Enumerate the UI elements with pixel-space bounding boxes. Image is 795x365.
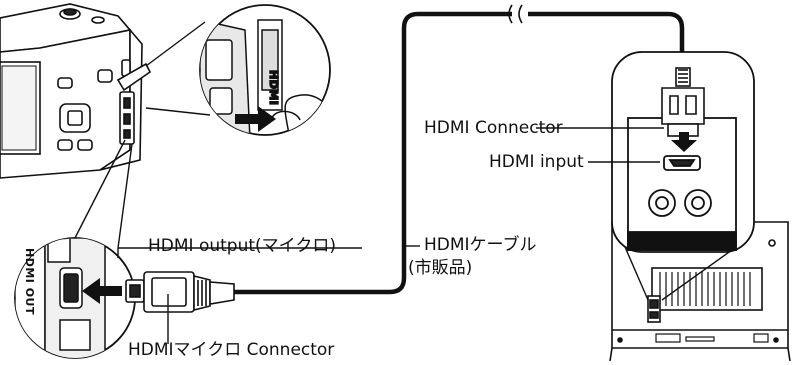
camera-body	[0, 3, 143, 179]
hdmi-cable-label: HDMIケーブル	[424, 235, 537, 255]
break-mark-icon	[508, 4, 523, 24]
camera-port-cover	[116, 62, 152, 145]
zoom-leader-lines	[74, 21, 211, 249]
av-jacks	[648, 189, 712, 217]
hdmi-plug	[661, 67, 705, 137]
hdmi-connector-label: HDMI Connector	[424, 118, 563, 138]
tv-vents	[651, 267, 763, 311]
hdmi-cable	[234, 11, 685, 295]
port-text: HDMI OUT	[23, 248, 36, 315]
zoom-inset-insert: HDMI	[199, 4, 331, 136]
arrow-right-icon	[235, 106, 276, 132]
hdmi-input-socket	[663, 155, 701, 171]
hdmi-output-label: HDMI output(マイクロ)	[148, 236, 336, 256]
callout-lines	[117, 127, 664, 344]
hdmi-input-label: HDMI input	[489, 152, 584, 172]
zoom-inset-port: HDMI OUT	[14, 237, 136, 359]
tv-terminal-panel	[611, 51, 755, 253]
arrow-down-icon	[671, 132, 697, 152]
micro-hdmi-plug	[125, 271, 235, 313]
hdmi-cable-note-label: (市販品)	[408, 258, 473, 278]
svg-text:HDMI: HDMI	[267, 70, 280, 105]
hdmi-micro-connector-label: HDMIマイクロ Connector	[128, 340, 335, 360]
arrow-left-icon	[82, 278, 122, 304]
tv-back	[609, 221, 791, 362]
